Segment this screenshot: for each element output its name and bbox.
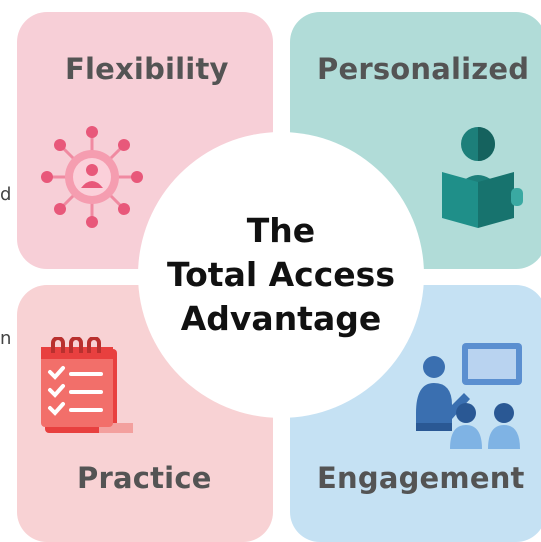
center-circle: The Total Access Advantage [138, 132, 424, 418]
center-title: The Total Access Advantage [167, 209, 395, 341]
presentation-group-icon [416, 343, 522, 449]
checklist-notepad-icon [41, 337, 133, 433]
cropped-text-fragment: d [0, 184, 12, 205]
network-person-icon [41, 126, 143, 228]
quadrant-label: Practice [77, 461, 212, 495]
quadrant-label: Personalized [317, 52, 530, 86]
center-title-line: Total Access [167, 255, 395, 294]
cropped-text-fragment: n [0, 328, 12, 349]
quadrant-label: Flexibility [65, 52, 229, 86]
center-title-line: The [246, 211, 316, 250]
quadrant-label: Engagement [317, 461, 525, 495]
reader-book-icon [442, 127, 523, 228]
center-title-line: Advantage [180, 299, 382, 338]
